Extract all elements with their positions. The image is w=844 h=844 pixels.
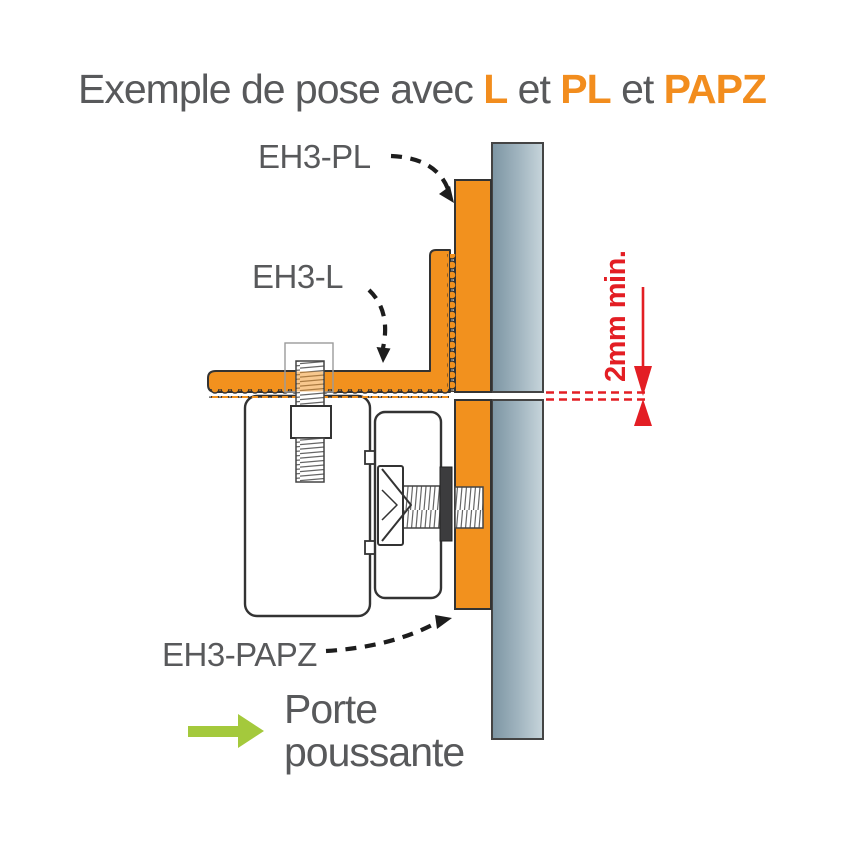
pointer-pl-arrowhead-icon xyxy=(439,186,454,203)
title-et1: et xyxy=(507,66,561,112)
title-prefix: Exemple de pose avec xyxy=(78,66,484,112)
bolt-thread-lower xyxy=(295,437,325,483)
door-direction-line1: Porte xyxy=(284,686,378,732)
pointer-papz-dashed-line xyxy=(325,621,437,654)
pointer-pl-dashed-line xyxy=(390,153,451,193)
screw-head xyxy=(377,465,404,546)
door-direction-line2: poussante xyxy=(284,729,465,775)
title-l: L xyxy=(483,66,508,112)
bolt-thread-arm-tint xyxy=(297,371,323,392)
pointer-l-dashed-line xyxy=(367,288,388,349)
pl-plate xyxy=(454,179,492,393)
pointer-l-arrowhead-icon xyxy=(376,347,391,363)
page-title: Exemple de pose avec L et PL et PAPZ xyxy=(0,66,844,113)
gap-dimension-arrow-up-icon xyxy=(634,399,652,426)
gap-dimension-label: 2mm min. xyxy=(600,250,632,382)
l-bracket-serration-side xyxy=(447,254,456,392)
gap-dimension-arrow-down-icon xyxy=(634,366,652,396)
bolt-nut xyxy=(290,405,332,439)
thread-in-papz xyxy=(454,486,484,529)
gasket-bar xyxy=(439,466,453,542)
title-pl: PL xyxy=(560,66,611,112)
door-panel-upper xyxy=(491,142,544,393)
label-eh3-l: EH3-L xyxy=(252,258,344,295)
label-eh3-pl: EH3-PL xyxy=(258,138,371,175)
push-direction-arrow-icon xyxy=(188,714,264,748)
door-direction-text: Porte poussante xyxy=(284,686,465,775)
title-papz: PAPZ xyxy=(663,66,767,112)
screw-countersink-inner xyxy=(381,489,398,521)
title-et2: et xyxy=(610,66,664,112)
l-bracket-serration-bottom xyxy=(209,389,449,398)
label-eh3-papz: EH3-PAPZ xyxy=(162,636,317,673)
door-panel-lower xyxy=(491,399,544,740)
screw-countersink-outline xyxy=(381,468,412,542)
pointer-papz-arrowhead-icon xyxy=(435,615,452,629)
